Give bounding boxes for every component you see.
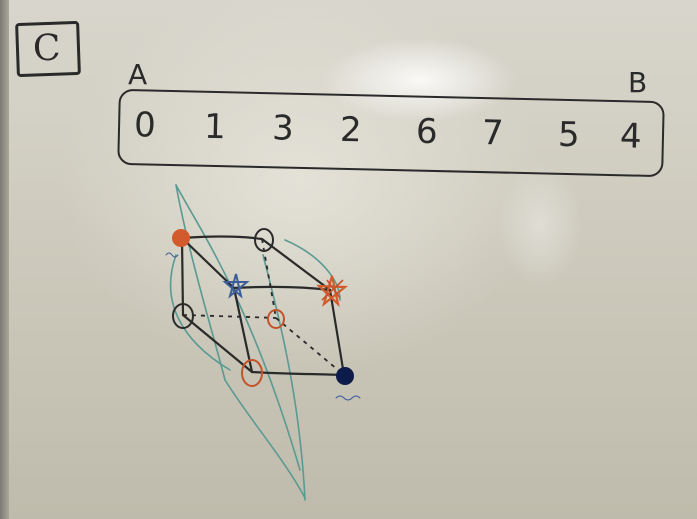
vertex-star-orange-overstroke [321, 279, 344, 301]
cube-edge [180, 236, 185, 317]
teal-plane-stroke [224, 379, 306, 499]
cube-edge [180, 235, 264, 241]
scribble-mark [335, 395, 361, 401]
cube-edge [232, 286, 254, 374]
teal-plane-stroke [284, 239, 341, 301]
teal-plane-stroke [175, 184, 301, 471]
cube-edge [260, 237, 332, 292]
vertex-star-blue [222, 273, 250, 299]
cube-edge [232, 285, 332, 292]
cube-edge [180, 236, 236, 290]
cube-edge [328, 288, 346, 377]
whiteboard-frame [0, 0, 9, 519]
scribble-mark [165, 252, 179, 258]
cube-edge [181, 313, 254, 374]
cube-hidden-edge [182, 314, 277, 319]
cube-edge [250, 370, 346, 377]
cube-hidden-edge [275, 317, 345, 376]
label-b: B [628, 66, 648, 99]
label-a: A [128, 58, 148, 91]
vertex-filled-orange [172, 229, 190, 247]
vertex-open-black [172, 303, 194, 329]
vertex-open-red [267, 309, 285, 329]
vertex-open-red [241, 359, 263, 387]
cube-hidden-edge [261, 238, 277, 319]
vertex-filled-navy [336, 367, 354, 385]
vertex-open-black [254, 228, 274, 252]
teal-plane-stroke [262, 254, 306, 501]
teal-plane-stroke [169, 254, 231, 371]
